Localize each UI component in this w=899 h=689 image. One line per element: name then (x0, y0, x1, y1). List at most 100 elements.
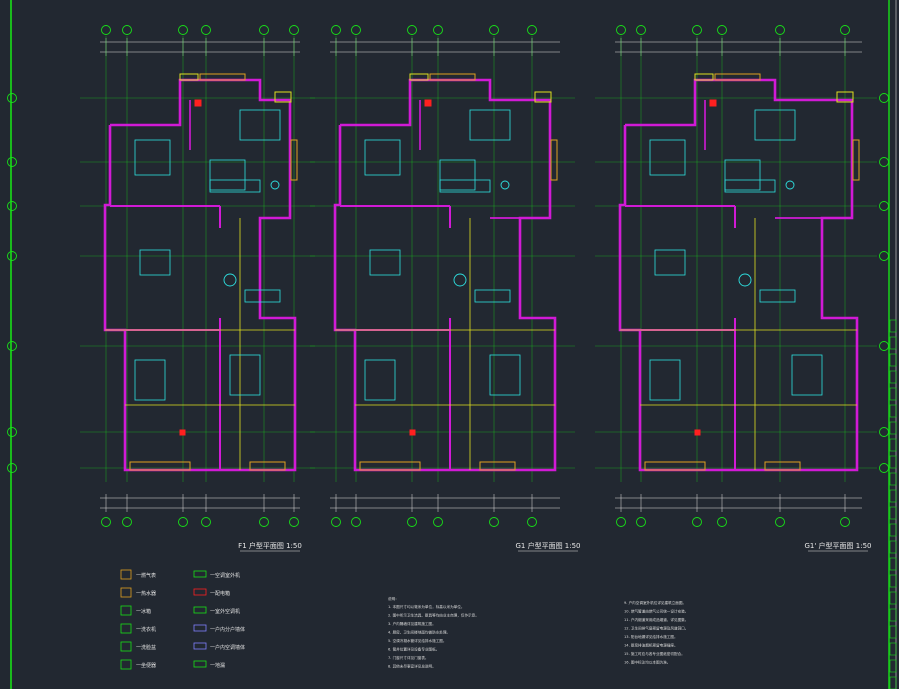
axis-bubble-bottom (407, 517, 417, 527)
axis-bubble-top (101, 25, 111, 35)
legend-label: 一冰箱 (136, 608, 151, 615)
plant (738, 273, 752, 287)
study-desk (469, 109, 511, 141)
window (249, 461, 286, 471)
kitchen-counter (724, 179, 776, 193)
axis-bubble-left (7, 341, 17, 351)
note-line: 9. 户内空调室外机位详见建筑立面图。 (624, 600, 686, 605)
column (409, 73, 429, 81)
axis-bubble-bottom (201, 517, 211, 527)
axis-bubble-right (879, 251, 889, 261)
axis-bubble-bottom (489, 517, 499, 527)
dining-table (724, 159, 761, 191)
axis-bubble-top (331, 25, 341, 35)
column (274, 91, 292, 103)
plant (453, 273, 467, 287)
window (852, 139, 860, 181)
legend-label: 一燃气表 (136, 572, 156, 579)
title-block-cell (889, 625, 897, 639)
note-line: 1. 本图尺寸均以毫米为单位，标高以米为单位。 (388, 604, 464, 609)
legend-label: 一空调室外机 (210, 572, 240, 579)
axis-bubble-top (717, 25, 727, 35)
dining-table (134, 139, 171, 176)
window (550, 139, 558, 181)
box-icon (120, 605, 132, 616)
legend-label: 一户内分户墙体 (210, 626, 245, 633)
bed (364, 359, 396, 401)
bed (134, 359, 166, 401)
axis-bubble-top (489, 25, 499, 35)
axis-bubble-left (7, 251, 17, 261)
axis-bubble-left (7, 157, 17, 167)
axis-bubble-top (201, 25, 211, 35)
distribution-box (694, 429, 701, 436)
study-desk (239, 109, 281, 141)
title-block-cell (889, 370, 897, 384)
note-line: 13. 阳台地漏详见给排水施工图。 (624, 634, 678, 639)
kitchen-counter (209, 179, 261, 193)
axis-bubble-top (122, 25, 132, 35)
basin-icon (120, 641, 132, 652)
tv-cabinet (474, 289, 511, 303)
axis-bubble-left (7, 201, 17, 211)
axis-bubble-bottom (527, 517, 537, 527)
window (359, 461, 421, 471)
title-block-cell (889, 506, 897, 520)
sofa (139, 249, 171, 276)
title-block-cell (889, 472, 897, 486)
axis-bubble-top (775, 25, 785, 35)
dining-table (649, 139, 686, 176)
sofa (654, 249, 686, 276)
axis-bubble-left (7, 463, 17, 473)
distribution-box (709, 99, 717, 107)
bed (649, 359, 681, 401)
axis-bubble-right (879, 157, 889, 167)
plan-2 (310, 25, 575, 527)
legend: 一燃气表一热水器一冰箱一洗衣机一洗脸盆一坐便器一空调室外机一配电箱一室外空调机一… (120, 569, 245, 670)
legend-label: 一室外空调机 (210, 608, 240, 615)
title-block-cell (889, 642, 897, 656)
general-notes: 说明：1. 本图尺寸均以毫米为单位，标高以米为单位。2. 图中所示卫生洁具、厨具… (388, 596, 688, 669)
gas-meter-icon (120, 569, 132, 580)
title-block-cell (889, 676, 897, 689)
plan-title: G1 户型平面图 1:50 (515, 541, 580, 550)
note-line: 16. 图中标注均以本图为准。 (624, 660, 670, 665)
column (534, 91, 552, 103)
title-block-cell (889, 608, 897, 622)
walls (103, 78, 297, 472)
legend-label: 一洗衣机 (136, 626, 156, 633)
window (429, 73, 476, 81)
title-block-cell (889, 404, 897, 418)
title-block-cell (889, 421, 897, 435)
axis-bubble-right (879, 463, 889, 473)
distribution-box (194, 99, 202, 107)
notes-heading: 说明： (388, 596, 399, 601)
note-line: 4. 厨房、卫生间楼地面均做防水处理。 (388, 630, 450, 635)
axis-bubble-right (879, 427, 889, 437)
walls (333, 78, 557, 472)
axis-bubble-right (879, 93, 889, 103)
plan-3 (595, 25, 877, 527)
toilet (785, 180, 795, 190)
axis-bubble-top (351, 25, 361, 35)
title-block-cell (889, 336, 897, 350)
toilet (500, 180, 510, 190)
exterior-wall (333, 78, 557, 472)
note-line: 12. 卫生间排气扇预留电源及风道洞口。 (624, 626, 688, 631)
title-block-cell (889, 319, 897, 333)
axis-bubble-bottom (351, 517, 361, 527)
axis-bubble-top (616, 25, 626, 35)
floor-plans (7, 25, 889, 527)
legend-label: 一坐便器 (136, 662, 156, 669)
note-line: 5. 空调冷凝水管详见给排水施工图。 (388, 638, 446, 643)
study-desk (754, 109, 796, 141)
legend-label: 一热水器 (136, 590, 156, 597)
axis-bubble-bottom (331, 517, 341, 527)
axis-bubble-top (178, 25, 188, 35)
distribution-box (179, 429, 186, 436)
title-block-cell (889, 574, 897, 588)
axis-bubble-bottom (101, 517, 111, 527)
